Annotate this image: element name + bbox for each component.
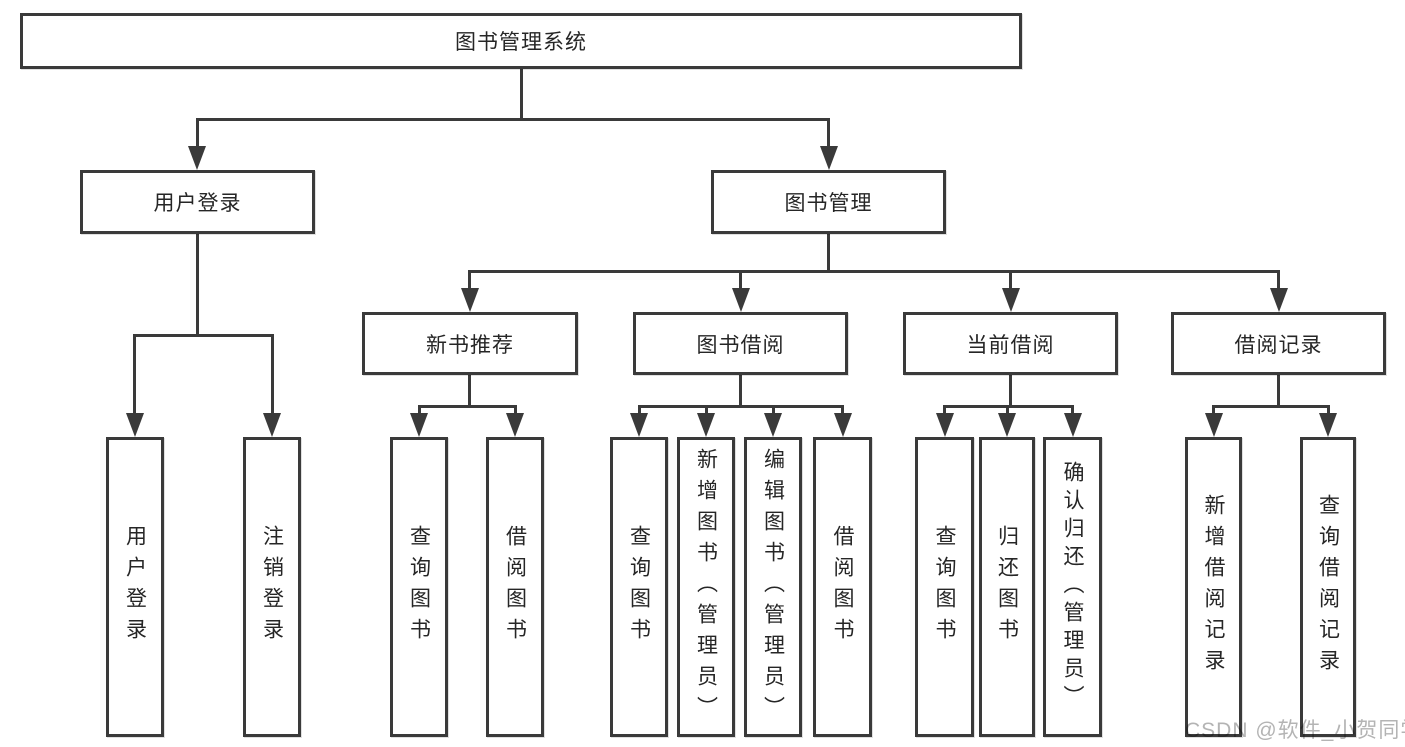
node-leaf-add-books-admin-label: 新增图书（管理员） xyxy=(694,447,718,727)
node-book-borrowing: 图书借阅 xyxy=(633,312,848,375)
node-leaf-user-login: 用户登录 xyxy=(106,437,164,737)
connector-arm-current-borrow xyxy=(1009,270,1012,291)
node-current-borrowing-label: 当前借阅 xyxy=(966,333,1055,357)
connector-user-login-stem xyxy=(196,233,199,336)
connector-rail-level3 xyxy=(468,270,1280,273)
connector-rail-new-book xyxy=(418,405,517,408)
connector-arm-d1 xyxy=(1212,405,1215,416)
arrowhead-c1 xyxy=(936,413,954,437)
connector-arm-login-leaf xyxy=(133,334,136,415)
node-leaf-query-books-b-label: 查询图书 xyxy=(627,525,651,649)
arrowhead-login-leaf xyxy=(126,413,144,437)
arrowhead-a1 xyxy=(410,413,428,437)
arrowhead-c2 xyxy=(998,413,1016,437)
connector-arm-new-book xyxy=(468,270,471,291)
connector-arm-c2 xyxy=(1006,405,1009,416)
node-leaf-borrow-books-a: 借阅图书 xyxy=(486,437,544,737)
node-leaf-edit-books-admin-label: 编辑图书（管理员） xyxy=(761,447,785,727)
connector-current-borrow-stem xyxy=(1009,375,1012,407)
node-user-login: 用户登录 xyxy=(80,170,315,234)
node-leaf-edit-books-admin: 编辑图书（管理员） xyxy=(744,437,802,737)
connector-arm-d2 xyxy=(1327,405,1330,416)
connector-new-book-stem xyxy=(468,375,471,407)
node-book-borrowing-label: 图书借阅 xyxy=(696,333,785,357)
connector-arm-b4 xyxy=(841,405,844,416)
connector-arm-c1 xyxy=(943,405,946,416)
arrowhead-b1 xyxy=(630,413,648,437)
node-leaf-query-books-c: 查询图书 xyxy=(915,437,974,737)
node-leaf-add-borrow-record-label: 新增借阅记录 xyxy=(1202,494,1225,680)
connector-arm-borrow-records xyxy=(1277,270,1280,291)
csdn-watermark: CSDN @软件_小贺同学 xyxy=(1185,719,1405,742)
connector-rail-user-login xyxy=(133,334,274,337)
node-leaf-confirm-return-admin-label: 确认归还（管理员） xyxy=(1061,461,1084,713)
node-leaf-query-books-c-label: 查询图书 xyxy=(933,525,956,649)
node-book-management-label: 图书管理 xyxy=(784,192,873,215)
connector-arm-b2 xyxy=(705,405,708,416)
connector-arm-user-login xyxy=(196,118,199,149)
node-borrowing-records: 借阅记录 xyxy=(1171,312,1386,375)
arrowhead-new-book xyxy=(461,288,479,312)
node-leaf-borrow-books-b: 借阅图书 xyxy=(813,437,872,737)
node-leaf-query-borrow-record: 查询借阅记录 xyxy=(1300,437,1356,737)
connector-arm-a1 xyxy=(418,405,421,416)
connector-rail-level2 xyxy=(196,118,830,121)
node-leaf-query-books-a-label: 查询图书 xyxy=(407,525,431,649)
connector-book-borrow-stem xyxy=(739,375,742,407)
node-leaf-return-books-label: 归还图书 xyxy=(995,525,1019,649)
arrowhead-a2 xyxy=(506,413,524,437)
node-user-login-label: 用户登录 xyxy=(153,192,242,215)
node-leaf-query-books-a: 查询图书 xyxy=(390,437,448,737)
node-current-borrowing: 当前借阅 xyxy=(903,312,1118,375)
arrowhead-d2 xyxy=(1319,413,1337,437)
node-leaf-confirm-return-admin: 确认归还（管理员） xyxy=(1043,437,1102,737)
arrowhead-current-borrow xyxy=(1002,288,1020,312)
connector-arm-b3 xyxy=(772,405,775,416)
connector-arm-b1 xyxy=(638,405,641,416)
connector-borrow-records-stem xyxy=(1277,375,1280,407)
node-leaf-return-books: 归还图书 xyxy=(979,437,1035,737)
node-new-book-recommend: 新书推荐 xyxy=(362,312,578,375)
connector-arm-logout-leaf xyxy=(271,334,274,415)
node-leaf-logout-label: 注销登录 xyxy=(260,525,284,649)
connector-rail-borrow-records xyxy=(1212,405,1330,408)
arrowhead-borrow-records xyxy=(1270,288,1288,312)
arrowhead-user-login xyxy=(188,146,206,170)
arrowhead-book-borrow xyxy=(732,288,750,312)
node-leaf-add-borrow-record: 新增借阅记录 xyxy=(1185,437,1242,737)
connector-arm-a2 xyxy=(514,405,517,416)
arrowhead-c3 xyxy=(1064,413,1082,437)
connector-book-management-stem xyxy=(827,234,830,272)
arrowhead-d1 xyxy=(1205,413,1223,437)
connector-rail-book-borrow xyxy=(638,405,844,408)
connector-arm-book-management xyxy=(827,118,830,149)
node-book-management: 图书管理 xyxy=(711,170,946,234)
node-new-book-recommend-label: 新书推荐 xyxy=(426,333,514,357)
connector-arm-c3 xyxy=(1071,405,1074,416)
node-leaf-borrow-books-b-label: 借阅图书 xyxy=(831,525,854,649)
arrowhead-b2 xyxy=(697,413,715,437)
node-leaf-query-books-b: 查询图书 xyxy=(610,437,668,737)
arrowhead-book-management xyxy=(820,146,838,170)
node-leaf-borrow-books-a-label: 借阅图书 xyxy=(503,525,527,649)
node-borrowing-records-label: 借阅记录 xyxy=(1234,333,1323,357)
node-leaf-query-borrow-record-label: 查询借阅记录 xyxy=(1316,494,1340,680)
node-leaf-user-login-label: 用户登录 xyxy=(123,525,147,649)
node-library-management-system-label: 图书管理系统 xyxy=(455,31,587,54)
node-leaf-logout: 注销登录 xyxy=(243,437,301,737)
connector-root-stem xyxy=(520,68,523,119)
connector-arm-book-borrow xyxy=(739,270,742,291)
node-leaf-add-books-admin: 新增图书（管理员） xyxy=(677,437,735,737)
arrowhead-logout-leaf xyxy=(263,413,281,437)
arrowhead-b3 xyxy=(764,413,782,437)
node-library-management-system: 图书管理系统 xyxy=(20,13,1022,69)
arrowhead-b4 xyxy=(834,413,852,437)
